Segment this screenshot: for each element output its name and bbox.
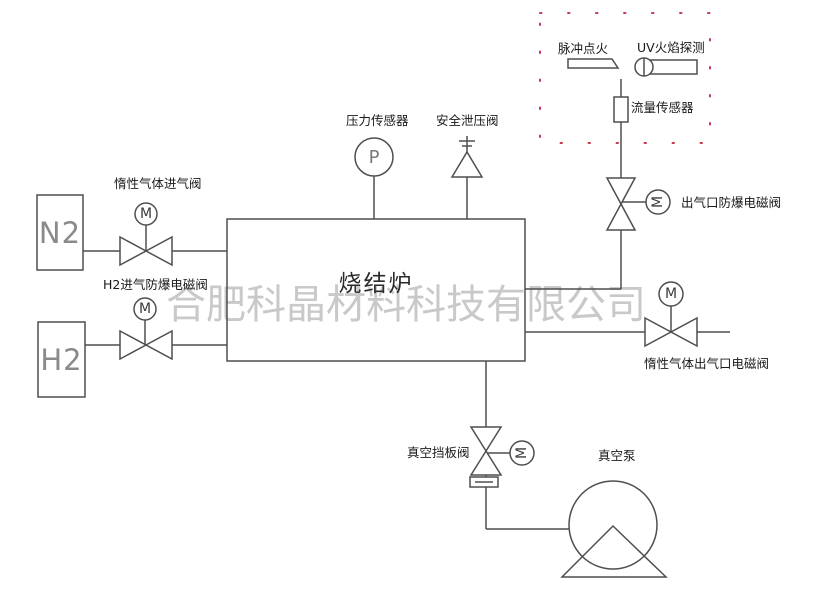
h2-source-box [37, 321, 86, 398]
inert-outlet-valve-label: 惰性气体出气口电磁阀 [644, 356, 770, 371]
vacuum-baffle-motor-symbol: M [514, 446, 530, 460]
inert-inlet-valve-label: 惰性气体进气阀 [114, 176, 202, 191]
h2-inlet-motor-symbol: M [138, 301, 152, 317]
furnace-label: 烧结炉 [338, 271, 414, 297]
vacuum-pump-icon [560, 480, 668, 578]
inert-inlet-motor-symbol: M [139, 206, 153, 222]
pressure-symbol: P [368, 146, 380, 168]
flow-sensor-label: 流量传感器 [631, 100, 694, 115]
inert-outlet-valve-icon [644, 316, 698, 348]
uv-flame-detector-icon [634, 57, 698, 77]
vacuum-pump-label: 真空泵 [598, 448, 636, 463]
pressure-sensor-label: 压力传感器 [346, 113, 409, 128]
safety-relief-valve-label: 安全泄压阀 [436, 113, 499, 128]
pulse-igniter-icon [567, 58, 620, 69]
flow-sensor-icon [613, 96, 629, 123]
n2-source-box [36, 194, 84, 271]
vacuum-baffle-valve-label: 真空挡板阀 [407, 445, 470, 460]
inert-inlet-valve-icon [119, 235, 173, 267]
outlet-motor-symbol: M [650, 195, 666, 209]
uv-flame-detector-label: UV火焰探测 [637, 40, 705, 55]
ignition-dashed-box [539, 12, 711, 144]
motor-stems [144, 201, 672, 454]
h2-inlet-valve-icon [119, 329, 173, 361]
pulse-ignition-label: 脉冲点火 [558, 41, 609, 56]
inert-outlet-motor-symbol: M [664, 286, 678, 302]
outlet-valve-label: 出气口防爆电磁阀 [681, 195, 782, 210]
pressure-sensor-icon [354, 137, 394, 177]
h2-label: H2 [40, 342, 83, 377]
furnace-box [226, 218, 526, 362]
outlet-valve-icon [605, 177, 637, 231]
motor-circles [133, 189, 684, 466]
h2-inlet-valve-label: H2进气防爆电磁阀 [103, 277, 208, 292]
safety-relief-valve-icon [450, 136, 484, 178]
n2-label: N2 [38, 215, 82, 250]
vacuum-baffle-valve-icon [469, 426, 503, 488]
